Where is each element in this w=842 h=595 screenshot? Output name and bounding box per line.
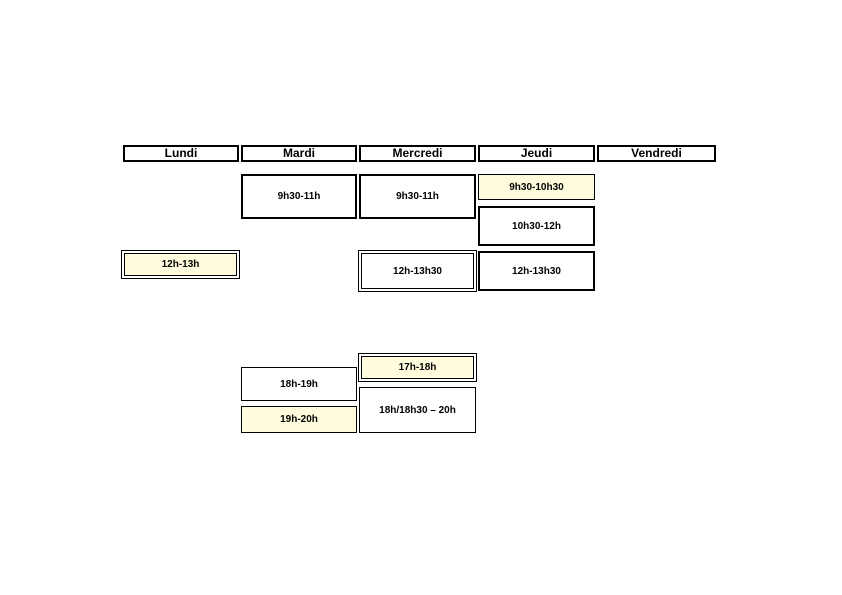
slot-label: 12h-13h30 bbox=[393, 265, 442, 277]
slot-mercredi-17h-18h: 17h-18h bbox=[358, 353, 477, 382]
slot-mercredi-9h30-11h: 9h30-11h bbox=[359, 174, 476, 219]
slot-mardi-19h-20h: 19h-20h bbox=[241, 406, 357, 433]
day-header-mardi: Mardi bbox=[241, 145, 357, 162]
slot-mardi-18h-19h: 18h-19h bbox=[241, 367, 357, 401]
slot-mercredi-12h-13h30: 12h-13h30 bbox=[358, 250, 477, 292]
slot-mardi-9h30-11h: 9h30-11h bbox=[241, 174, 357, 219]
day-header-vendredi: Vendredi bbox=[597, 145, 716, 162]
slot-jeudi-9h30-10h30: 9h30-10h30 bbox=[478, 174, 595, 200]
slot-lundi-12h-13h: 12h-13h bbox=[121, 250, 240, 279]
day-header-jeudi: Jeudi bbox=[478, 145, 595, 162]
day-header-lundi: Lundi bbox=[123, 145, 239, 162]
slot-mercredi-18h-20h: 18h/18h30 – 20h bbox=[359, 387, 476, 433]
slot-jeudi-12h-13h30: 12h-13h30 bbox=[478, 251, 595, 291]
slot-label: 12h-13h bbox=[161, 259, 200, 270]
slot-jeudi-10h30-12h: 10h30-12h bbox=[478, 206, 595, 246]
slot-label: 17h-18h bbox=[398, 362, 437, 373]
day-header-mercredi: Mercredi bbox=[359, 145, 476, 162]
